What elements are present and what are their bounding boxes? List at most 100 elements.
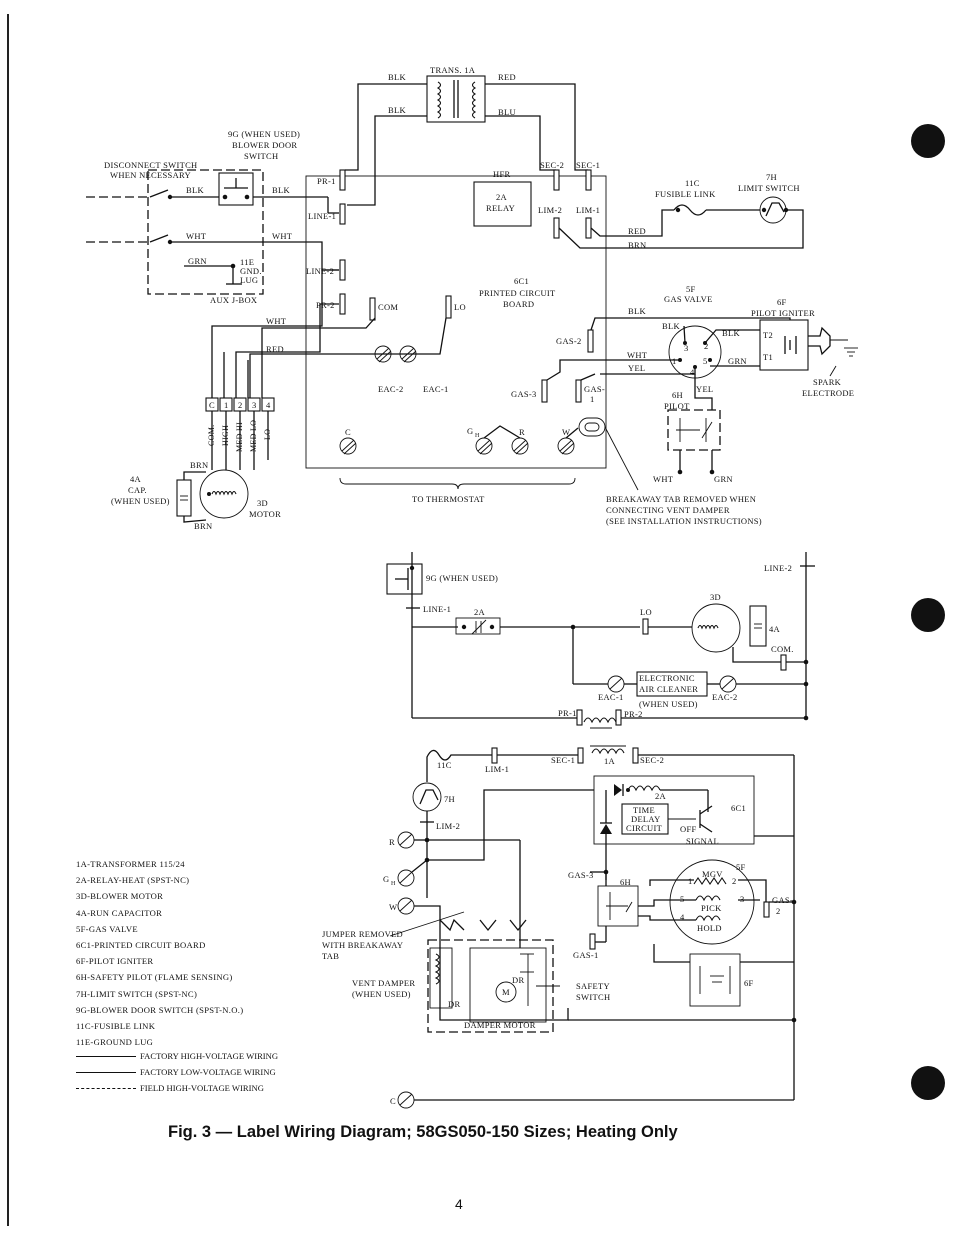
legend-item: 6C1-PRINTED CIRCUIT BOARD	[76, 939, 206, 950]
terminal-label: 4	[266, 400, 271, 410]
hfr-relay	[473, 181, 532, 227]
wire-label: BLK	[272, 185, 290, 195]
thermostat-terminal-r	[511, 437, 529, 455]
pcb-label: 6C1	[731, 803, 746, 813]
terminal-lo	[445, 295, 452, 319]
fusible-link-label: 11C	[685, 178, 700, 188]
legend-item: 2A-RELAY-HEAT (SPST-NC)	[76, 875, 190, 886]
run-capacitor-4a	[176, 479, 192, 517]
gas-valve-5f	[669, 859, 755, 945]
disconnect-label: WHEN NECESSARY	[110, 170, 191, 180]
eac-label: (WHEN USED)	[639, 699, 698, 709]
aux-junction-box	[147, 169, 264, 295]
punch-hole-mark	[911, 1066, 945, 1100]
pin-label: 5	[703, 356, 708, 366]
terminal-pr1	[339, 169, 346, 191]
terminal-label: W	[389, 902, 397, 912]
line-sample	[76, 1055, 136, 1057]
terminal-label: LIM-2	[538, 205, 562, 215]
line-sample	[76, 1087, 136, 1089]
legend-item: 6H-SAFETY PILOT (FLAME SENSING)	[76, 972, 233, 983]
terminal-line2	[339, 259, 346, 281]
terminal-label: EAC-2	[712, 692, 738, 702]
thermostat-terminal-w	[557, 437, 575, 455]
wire-label: GRN	[728, 356, 747, 366]
wiring-legend: FACTORY HIGH-VOLTAGE WIRING FACTORY LOW-…	[76, 1048, 278, 1096]
legend-item: 9G-BLOWER DOOR SWITCH (SPST-N.O.)	[76, 1004, 244, 1015]
wire-label: WHT	[653, 474, 674, 484]
figure-caption: Fig. 3 — Label Wiring Diagram; 58GS050-1…	[168, 1123, 678, 1141]
pilot-label: PILOT	[664, 401, 690, 411]
igniter-label: PILOT IGNITER	[751, 308, 815, 318]
aux-jbox-label: AUX J-BOX	[210, 295, 257, 305]
vent-damper-note: (WHEN USED)	[352, 989, 411, 999]
wiring-legend-item: FACTORY HIGH-VOLTAGE WIRING	[76, 1048, 278, 1064]
terminal-label: T2	[763, 330, 773, 340]
wire-label: BLK	[662, 321, 680, 331]
jumper-note: TAB	[322, 951, 339, 961]
terminal-label: LIM-1	[485, 764, 509, 774]
terminal-label: 2	[776, 906, 781, 916]
legend-item: 4A-RUN CAPACITOR	[76, 907, 163, 918]
transformer-label: TRANS. 1A	[430, 65, 476, 75]
terminal-label: PR-2	[316, 300, 335, 310]
transformer-1a	[426, 75, 486, 123]
legend-item: 11E-GROUND LUG	[76, 1037, 154, 1048]
eac-label: ELECTRONIC	[639, 673, 695, 683]
eac1-terminal	[607, 675, 625, 693]
switch-label: 9G (WHEN USED)	[426, 573, 498, 583]
valve-coil-label: PICK	[701, 903, 722, 913]
legend-item: 11C-FUSIBLE LINK	[76, 1020, 156, 1031]
gas-valve-label: 5F	[686, 284, 696, 294]
wiring-legend-label: FACTORY LOW-VOLTAGE WIRING	[140, 1067, 276, 1077]
terminal-label: COM	[378, 302, 398, 312]
terminal-label: 1	[590, 394, 595, 404]
wire-label: BLK	[186, 185, 204, 195]
relay-label: DR	[512, 975, 524, 985]
thermostat-terminal-g	[397, 869, 415, 887]
terminal-label: C	[209, 400, 215, 410]
terminal-gas3	[541, 379, 548, 403]
gas-valve-label: 5F	[736, 862, 746, 872]
capacitor-label: (WHEN USED)	[111, 496, 170, 506]
wire-label: WHT	[272, 231, 293, 241]
terminal-lim1	[585, 217, 592, 239]
pin-label: 2	[732, 876, 737, 886]
terminal-com	[780, 654, 787, 671]
terminal-label: GAS-2	[556, 336, 582, 346]
relay-label: RELAY	[486, 203, 515, 213]
pilot-label: 6H	[672, 390, 683, 400]
terminal-label: GAS-	[584, 384, 605, 394]
transformer-label: 1A	[604, 756, 616, 766]
thermostat-terminal-w	[397, 897, 415, 915]
terminal-sec1	[585, 169, 592, 191]
terminal-label: LINE-2	[306, 266, 334, 276]
wire-label: BLU	[498, 107, 516, 117]
terminal-label: EAC-1	[598, 692, 624, 702]
gas-valve-label: GAS VALVE	[664, 294, 713, 304]
blower-switch-label: SWITCH	[244, 151, 278, 161]
electronic-air-cleaner	[636, 671, 708, 697]
relay-label: DR	[448, 999, 460, 1009]
spark-electrode-label: SPARK	[813, 377, 842, 387]
limit-switch-label: 7H	[766, 172, 777, 182]
terminal-label: LO	[454, 302, 466, 312]
breakaway-note: BREAKAWAY TAB REMOVED WHEN	[606, 494, 756, 504]
safety-switch-label: SAFETY	[576, 981, 610, 991]
motor-terminal-strip	[205, 397, 275, 412]
tdc-label: TIME	[633, 805, 655, 815]
wiring-legend-item: FACTORY LOW-VOLTAGE WIRING	[76, 1064, 278, 1080]
bottom-ladder-diagram: 11C LIM-1 SEC-1 1A SEC-2 7H LIM-2	[322, 745, 797, 1109]
wiring-legend-item: FIELD HIGH-VOLTAGE WIRING	[76, 1080, 278, 1096]
pin-label: 5	[680, 894, 685, 904]
wire-label: WHT	[627, 350, 648, 360]
terminal-sec2	[632, 747, 639, 764]
terminal-sec2	[553, 169, 560, 191]
terminal-gas2	[763, 901, 770, 918]
igniter-label: 6F	[744, 978, 754, 988]
blower-motor-3d	[199, 469, 249, 519]
printed-circuit-board-6c1	[593, 775, 755, 845]
breakaway-note: (SEE INSTALLATION INSTRUCTIONS)	[606, 516, 762, 526]
terminal-label: SEC-1	[576, 160, 600, 170]
terminal-label: GAS-	[772, 895, 793, 905]
